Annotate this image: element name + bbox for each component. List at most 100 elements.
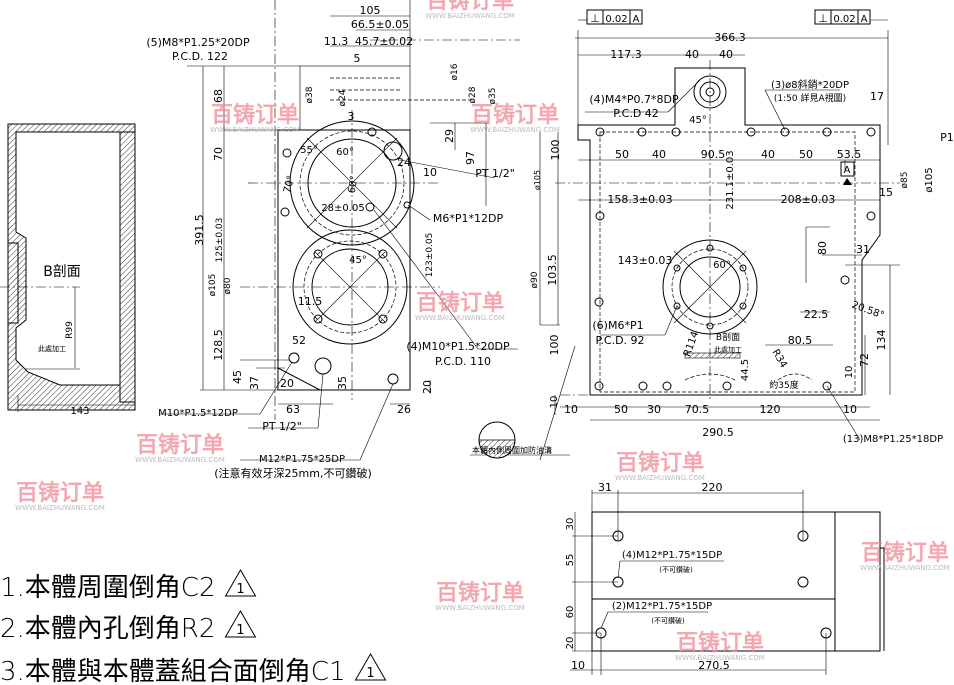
dimension-label: 231.1±0.03 [725,150,736,209]
dimension-label: 63 [286,403,300,416]
watermark-url: WWW.BAIZHUWANG.COM [470,126,560,134]
dimension-label: (4)M10*P1.5*20DP [406,340,510,353]
dimension-label: 10 [843,403,857,416]
dimension-label: 20 [421,380,434,394]
dimension-label: ø105 [208,274,218,297]
section-b-view [0,123,136,412]
dimension-label: 20 [280,377,294,390]
dimension-label: 45 [231,370,244,384]
watermark-logo: 百铸订单 [436,580,524,606]
general-note: 2.本體內孔倒角R2 [0,614,215,644]
dimension-label: (2)M12*P1.75*15DP [612,601,712,612]
dimension-label: R99 [65,321,75,339]
dimension-label: 220 [702,481,723,494]
watermark-logo: 百铸订单 [676,630,764,656]
dimension-label: 37 [248,376,261,390]
dimension-label: 66.5±0.05 [351,18,409,31]
dimension-label: 0.02 [833,14,855,25]
revision-triangle-icon [224,609,257,638]
revision-number: 1 [366,666,374,681]
watermark-url: WWW.BAIZHUWANG.COM [135,456,225,464]
watermark-url: WWW.BAIZHUWANG.COM [675,654,765,662]
dimension-label: M10*P1.5*12DP [158,408,238,419]
dimension-label: 123±0.05 [425,233,435,278]
dimension-label: ø28 [468,86,478,103]
dimension-label: P.C.D 42 [613,107,659,120]
watermark-url: WWW.BAIZHUWANG.COM [435,604,525,612]
dimension-label: 70 [212,147,225,161]
tolerance-frame-left [586,9,643,25]
dimension-label: 50 [614,403,628,416]
dimension-label: 24 [397,156,411,169]
watermark-url: WWW.BAIZHUWANG.COM [425,12,515,20]
dimension-label: 80 [816,241,829,255]
dimension-label: 10 [549,396,560,409]
dimension-label: 45° [349,255,367,266]
revision-number: 1 [236,582,244,597]
watermark-logo: 百铸订单 [616,450,704,476]
dimension-label: 80.5 [788,334,813,347]
watermark-logo: 百铸订单 [426,0,514,14]
dimension-label: 10 [564,403,578,416]
dimension-label: 30 [565,518,576,531]
dimension-label: 60° [347,175,361,194]
dimension-label: PT 1/2" [475,167,515,180]
dimension-label: 40 [652,148,666,161]
dimension-label: R34 [769,347,788,370]
dimension-label: 105 [360,4,381,17]
dimension-label: 50 [615,148,629,161]
dimension-label: 40 [761,148,775,161]
dimension-label: 366.3 [714,31,746,44]
revision-triangle-icon [224,568,257,597]
dimension-label: P1 [940,131,954,144]
dimension-label: (6)M6*P1 [592,319,643,332]
dimension-label: 270.5 [698,659,730,672]
dimension-label: 30 [647,403,661,416]
dimension-label: 60° [336,147,354,158]
dimension-label: (4)M12*P1.75*15DP [622,550,722,561]
dimension-label: 3 [348,110,355,123]
tolerance-frame-right [814,9,871,25]
front-view [160,0,520,461]
dimension-label: 22.5 [804,308,829,321]
dimension-label: 28±0.05 [321,203,364,214]
dimension-label: 26 [397,403,411,416]
dimension-label: 290.5 [702,426,734,439]
watermark-url: WWW.BAIZHUWANG.COM [415,314,505,322]
dimension-label: 17 [870,90,884,103]
side-view [470,9,900,461]
watermark-logo: 百铸订单 [16,480,104,506]
dimension-label: 11.5 [298,295,323,308]
dimension-label: B剖面 [716,331,740,343]
general-note: 3.本體與本體蓋組合面倒角C1 [0,657,346,685]
dimension-label: ø35 [488,88,498,105]
dimension-label: 此處加工 [38,344,66,353]
dimension-label: (5)M8*P1.25*20DP [146,36,250,49]
dimension-label: P.C.D. 122 [172,50,228,63]
dimension-label: 60 [565,606,576,619]
watermark-url: WWW.BAIZHUWANG.COM [15,504,105,512]
dimension-label: 97 [464,151,477,165]
dimension-label: 11.3 [324,35,349,48]
dimension-label: P.C.D. 92 [595,334,644,347]
dimension-label: 55 [565,554,576,567]
watermark-logo: 百铸订单 [416,290,504,316]
dimension-label: ø85 [900,172,910,189]
dimension-label: (不可鑽破) [651,616,685,625]
dimension-label: 此處加工 [714,345,742,354]
dimension-label: (4)M4*P0.7*8DP [589,93,679,106]
dimension-label: A [844,165,851,176]
dimension-label: 5 [354,52,361,65]
datum-triangle-icon [843,178,852,185]
dimension-label: 44.5 [740,359,751,381]
general-note: 1.本體周圍倒角C2 [0,573,216,603]
dimension-label: 約35度 [769,379,798,391]
dimension-label: 31 [598,481,612,494]
dimension-label: 本體內側周圍加防油溝 [472,445,552,455]
dimension-label: (3)ø8斜銷*20DP [771,78,849,91]
dimension-label: 128.5 [212,329,225,361]
dimension-label: A [633,14,640,25]
dimension-label: (不可鑽破) [659,565,693,574]
dimension-label: P.C.D. 110 [435,355,491,368]
